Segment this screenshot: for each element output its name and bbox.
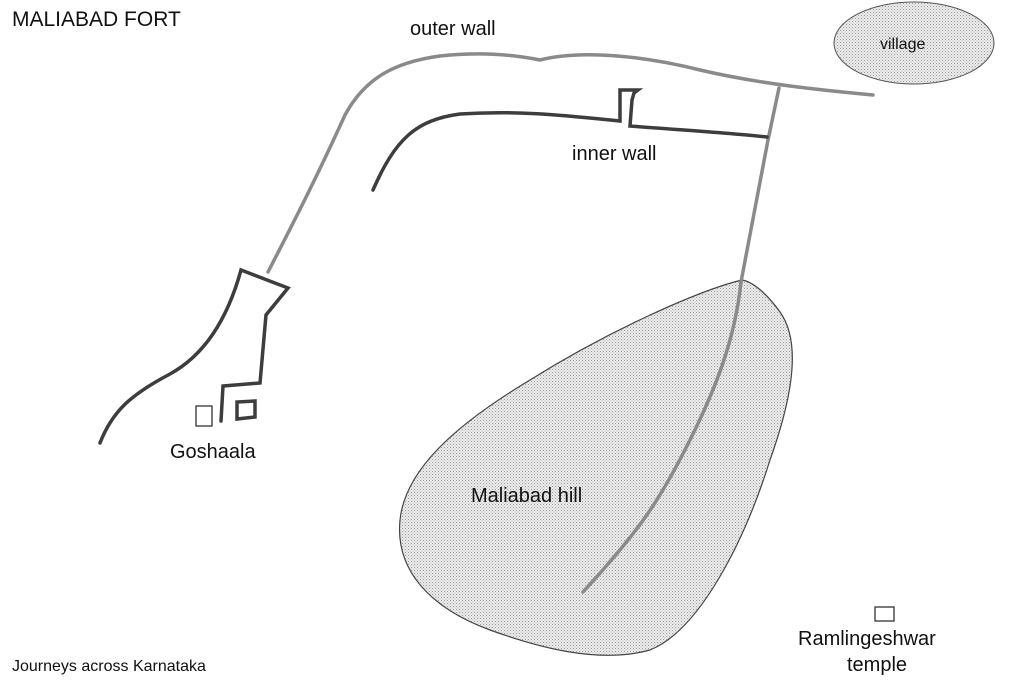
goshaala-label: Goshaala xyxy=(170,441,256,463)
village-area xyxy=(833,1,995,85)
temple-label-line2: temple xyxy=(847,654,907,676)
temple-label-line1: Ramlingeshwar xyxy=(798,628,936,650)
goshaala-wall xyxy=(98,267,291,445)
village-label: village xyxy=(880,36,925,53)
maliabad-hill-area xyxy=(398,279,793,656)
goshaala-marker xyxy=(195,405,213,427)
outer-wall-east-spur xyxy=(739,86,781,284)
outer-wall xyxy=(266,52,875,274)
inner-wall xyxy=(371,88,769,192)
inner-wall-label: inner wall xyxy=(572,143,656,165)
credit-text: Journeys across Karnataka xyxy=(12,658,206,675)
goshaala-bastion xyxy=(235,399,257,421)
hill-label: Maliabad hill xyxy=(471,485,582,507)
map-title: MALIABAD FORT xyxy=(12,8,181,31)
hill-track xyxy=(581,280,743,594)
temple-marker xyxy=(874,606,895,622)
outer-wall-label: outer wall xyxy=(410,18,496,40)
